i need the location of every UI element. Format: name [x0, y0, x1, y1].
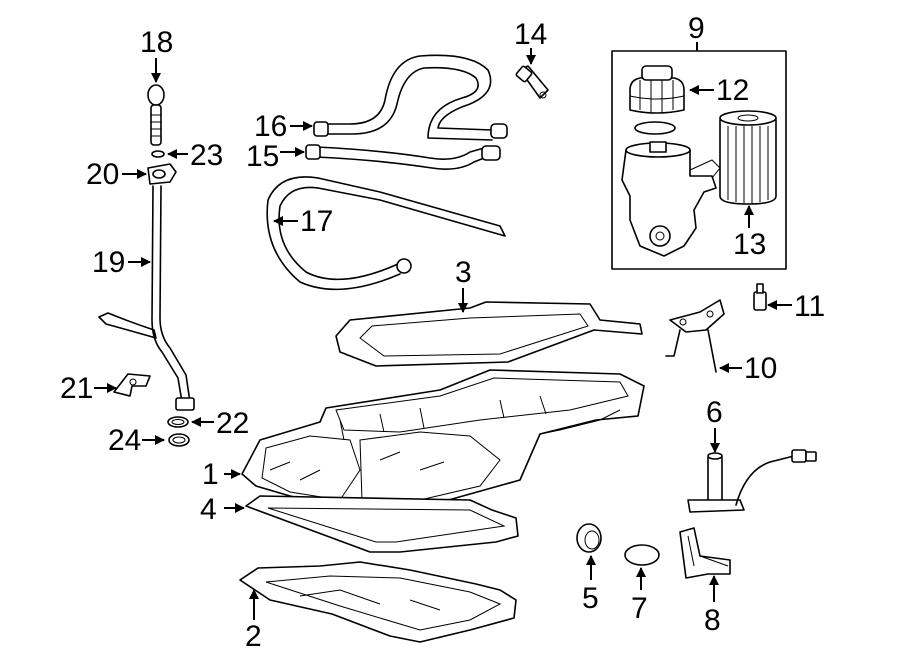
callout-21: 21 [60, 372, 93, 405]
callout-1: 1 [202, 458, 219, 491]
callout-23: 23 [190, 139, 223, 172]
callout-12: 12 [716, 74, 749, 107]
pan-gasket-lower [245, 495, 519, 553]
callout-19: 19 [92, 246, 125, 279]
callout-15: 15 [246, 140, 279, 173]
callout-6: 6 [706, 396, 723, 429]
callout-22: 22 [216, 407, 249, 440]
callout-3: 3 [455, 256, 472, 289]
callout-17: 17 [300, 205, 333, 238]
hoses-group [266, 54, 549, 291]
callout-5: 5 [582, 582, 599, 615]
oil-pan-upper-body [241, 369, 645, 511]
callout-20: 20 [86, 158, 119, 191]
callout-2: 2 [245, 620, 262, 653]
callout-14: 14 [514, 18, 547, 51]
callout-7: 7 [631, 592, 648, 625]
callout-11: 11 [794, 290, 825, 323]
filter-assembly-box [611, 50, 787, 270]
small-parts [576, 283, 767, 579]
oil-filter-assembly [611, 50, 787, 270]
callout-10: 10 [744, 352, 777, 385]
dipstick-assembly [98, 84, 195, 447]
callout-8: 8 [704, 604, 721, 637]
callout-9: 9 [688, 12, 705, 45]
callout-4: 4 [200, 493, 217, 526]
callouts: 1 2 3 4 5 6 7 8 9 10 11 12 13 [60, 12, 825, 653]
pan-gasket-upper [335, 301, 643, 367]
callout-18: 18 [140, 26, 173, 59]
callout-24: 24 [108, 424, 141, 457]
oil-pan-lower [239, 561, 517, 643]
callout-13: 13 [733, 228, 766, 261]
callout-16: 16 [254, 110, 287, 143]
oil-level-sensor [687, 449, 817, 513]
